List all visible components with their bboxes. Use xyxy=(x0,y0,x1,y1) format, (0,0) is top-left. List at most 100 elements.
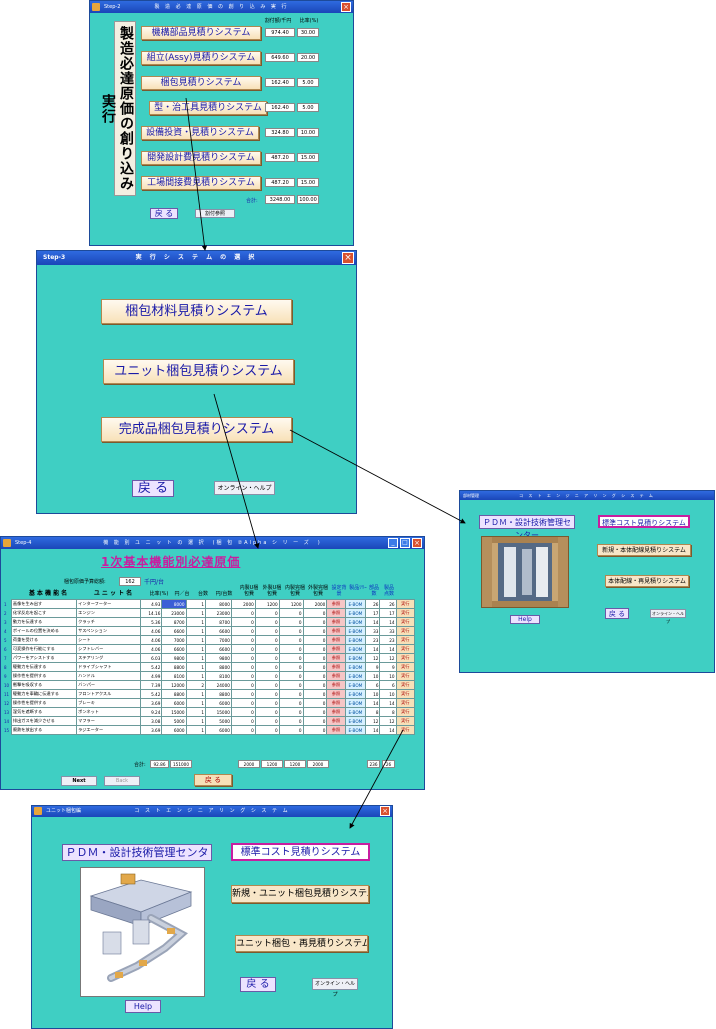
execute-button[interactable]: 実行 xyxy=(395,599,416,609)
outsourced-unit-cost[interactable]: 0 xyxy=(254,698,280,708)
inhouse-unit-cost[interactable]: 0 xyxy=(230,662,256,672)
inhouse-unit-cost[interactable]: 0 xyxy=(230,653,256,663)
execute-button[interactable]: 実行 xyxy=(395,644,416,654)
inhouse-unit-cost[interactable]: 0 xyxy=(230,644,256,654)
system-button[interactable]: 型・治工具見積りシステム xyxy=(149,101,267,115)
outsourced-complete-cost[interactable]: 0 xyxy=(302,644,328,654)
outsourced-complete-cost[interactable]: 0 xyxy=(302,689,328,699)
outsourced-unit-cost[interactable]: 0 xyxy=(254,689,280,699)
standard-cost-button[interactable]: 標準コスト見積りシステム xyxy=(231,843,370,861)
outsourced-complete-cost[interactable]: 0 xyxy=(302,698,328,708)
outsourced-complete-cost[interactable]: 0 xyxy=(302,671,328,681)
yen-cell[interactable]: 12000 xyxy=(161,680,187,690)
ref-button[interactable]: 参照 xyxy=(326,698,346,708)
outsourced-complete-cost[interactable]: 0 xyxy=(302,680,328,690)
standard-cost-button[interactable]: 標準コスト見積りシステム xyxy=(598,515,690,528)
finished-packing-button[interactable]: 完成品梱包見積りシステム xyxy=(101,417,292,442)
inhouse-unit-cost[interactable]: 0 xyxy=(230,680,256,690)
yen-cell[interactable]: 8100 xyxy=(161,671,187,681)
qty-cell[interactable]: 1 xyxy=(185,716,206,726)
outsourced-unit-cost[interactable]: 0 xyxy=(254,626,280,636)
inhouse-unit-cost[interactable]: 0 xyxy=(230,626,256,636)
yen-cell[interactable]: 15000 xyxy=(161,707,187,717)
yen-cell[interactable]: 6000 xyxy=(161,698,187,708)
inhouse-unit-cost[interactable]: 0 xyxy=(230,698,256,708)
inhouse-complete-cost[interactable]: 0 xyxy=(278,671,304,681)
qty-cell[interactable]: 1 xyxy=(185,698,206,708)
execute-button[interactable]: 実行 xyxy=(395,626,416,636)
next-button[interactable]: Next xyxy=(61,776,97,786)
inhouse-complete-cost[interactable]: 0 xyxy=(278,689,304,699)
yen-cell[interactable]: 9800 xyxy=(161,653,187,663)
ebom-button[interactable]: E-BOM xyxy=(344,698,367,708)
ebom-button[interactable]: E-BOM xyxy=(344,707,367,717)
inhouse-complete-cost[interactable]: 1200 xyxy=(278,599,304,609)
outsourced-complete-cost[interactable]: 0 xyxy=(302,707,328,717)
execute-button[interactable]: 実行 xyxy=(395,635,416,645)
back-small-button[interactable]: Back xyxy=(104,776,140,786)
system-button[interactable]: 組立(Assy)見積りシステム xyxy=(141,51,261,65)
ref-button[interactable]: 参照 xyxy=(326,599,346,609)
ref-button[interactable]: 参照 xyxy=(326,626,346,636)
ref-button[interactable]: 参照 xyxy=(326,689,346,699)
outsourced-unit-cost[interactable]: 0 xyxy=(254,680,280,690)
inhouse-complete-cost[interactable]: 0 xyxy=(278,653,304,663)
execute-button[interactable]: 実行 xyxy=(395,716,416,726)
ebom-button[interactable]: E-BOM xyxy=(344,689,367,699)
outsourced-complete-cost[interactable]: 0 xyxy=(302,635,328,645)
execute-button[interactable]: 実行 xyxy=(395,689,416,699)
qty-cell[interactable]: 1 xyxy=(185,725,206,735)
inhouse-complete-cost[interactable]: 0 xyxy=(278,698,304,708)
yen-cell[interactable]: 8700 xyxy=(161,617,187,627)
outsourced-complete-cost[interactable]: 2000 xyxy=(302,599,328,609)
close-icon[interactable]: × xyxy=(341,2,351,12)
inhouse-unit-cost[interactable]: 0 xyxy=(230,635,256,645)
outsourced-unit-cost[interactable]: 0 xyxy=(254,725,280,735)
inhouse-unit-cost[interactable]: 0 xyxy=(230,725,256,735)
new-wiring-estimate-button[interactable]: 新規・本体配線見積りシステム xyxy=(597,544,691,556)
outsourced-unit-cost[interactable]: 0 xyxy=(254,635,280,645)
maximize-icon[interactable]: □ xyxy=(400,538,410,548)
yen-cell[interactable]: 8000 xyxy=(161,599,187,609)
ebom-button[interactable]: E-BOM xyxy=(344,644,367,654)
pdm-button[interactable]: ＰＤＭ・設計技術管理センター xyxy=(479,515,575,540)
system-button[interactable]: 工場間接費見積りシステム xyxy=(141,176,261,190)
yen-cell[interactable]: 23000 xyxy=(161,608,187,618)
inhouse-unit-cost[interactable]: 2000 xyxy=(230,599,256,609)
ref-button[interactable]: 参照 xyxy=(326,707,346,717)
ref-button[interactable]: 割付参照 xyxy=(195,209,235,218)
ebom-button[interactable]: E-BOM xyxy=(344,680,367,690)
system-button[interactable]: 梱包見積りシステム xyxy=(141,76,261,90)
yen-cell[interactable]: 6600 xyxy=(161,626,187,636)
inhouse-complete-cost[interactable]: 0 xyxy=(278,716,304,726)
ref-button[interactable]: 参照 xyxy=(326,653,346,663)
qty-cell[interactable]: 1 xyxy=(185,671,206,681)
execute-button[interactable]: 実行 xyxy=(395,671,416,681)
ref-button[interactable]: 参照 xyxy=(326,671,346,681)
inhouse-complete-cost[interactable]: 0 xyxy=(278,680,304,690)
yen-cell[interactable]: 6600 xyxy=(161,644,187,654)
outsourced-unit-cost[interactable]: 0 xyxy=(254,707,280,717)
inhouse-complete-cost[interactable]: 0 xyxy=(278,707,304,717)
help-button[interactable]: Help xyxy=(510,615,540,624)
inhouse-complete-cost[interactable]: 0 xyxy=(278,662,304,672)
ebom-button[interactable]: E-BOM xyxy=(344,671,367,681)
outsourced-complete-cost[interactable]: 0 xyxy=(302,617,328,627)
online-help-button[interactable]: オンライン・ヘルプ xyxy=(214,481,275,495)
inhouse-complete-cost[interactable]: 0 xyxy=(278,725,304,735)
unit-packing-button[interactable]: ユニット梱包見積りシステム xyxy=(103,359,294,384)
unit-packing-re-estimate-button[interactable]: ユニット梱包・再見積りシステム xyxy=(235,935,368,952)
pdm-button[interactable]: ＰＤＭ・設計技術管理センター xyxy=(62,844,212,875)
close-icon[interactable]: × xyxy=(412,538,422,548)
inhouse-complete-cost[interactable]: 0 xyxy=(278,644,304,654)
system-button[interactable]: 開発設計費見積りシステム xyxy=(141,151,261,165)
outsourced-complete-cost[interactable]: 0 xyxy=(302,725,328,735)
outsourced-complete-cost[interactable]: 0 xyxy=(302,626,328,636)
outsourced-unit-cost[interactable]: 0 xyxy=(254,653,280,663)
qty-cell[interactable]: 2 xyxy=(185,680,206,690)
execute-button[interactable]: 実行 xyxy=(395,725,416,735)
inhouse-complete-cost[interactable]: 0 xyxy=(278,635,304,645)
close-icon[interactable]: × xyxy=(342,252,354,264)
inhouse-unit-cost[interactable]: 0 xyxy=(230,617,256,627)
ref-button[interactable]: 参照 xyxy=(326,617,346,627)
